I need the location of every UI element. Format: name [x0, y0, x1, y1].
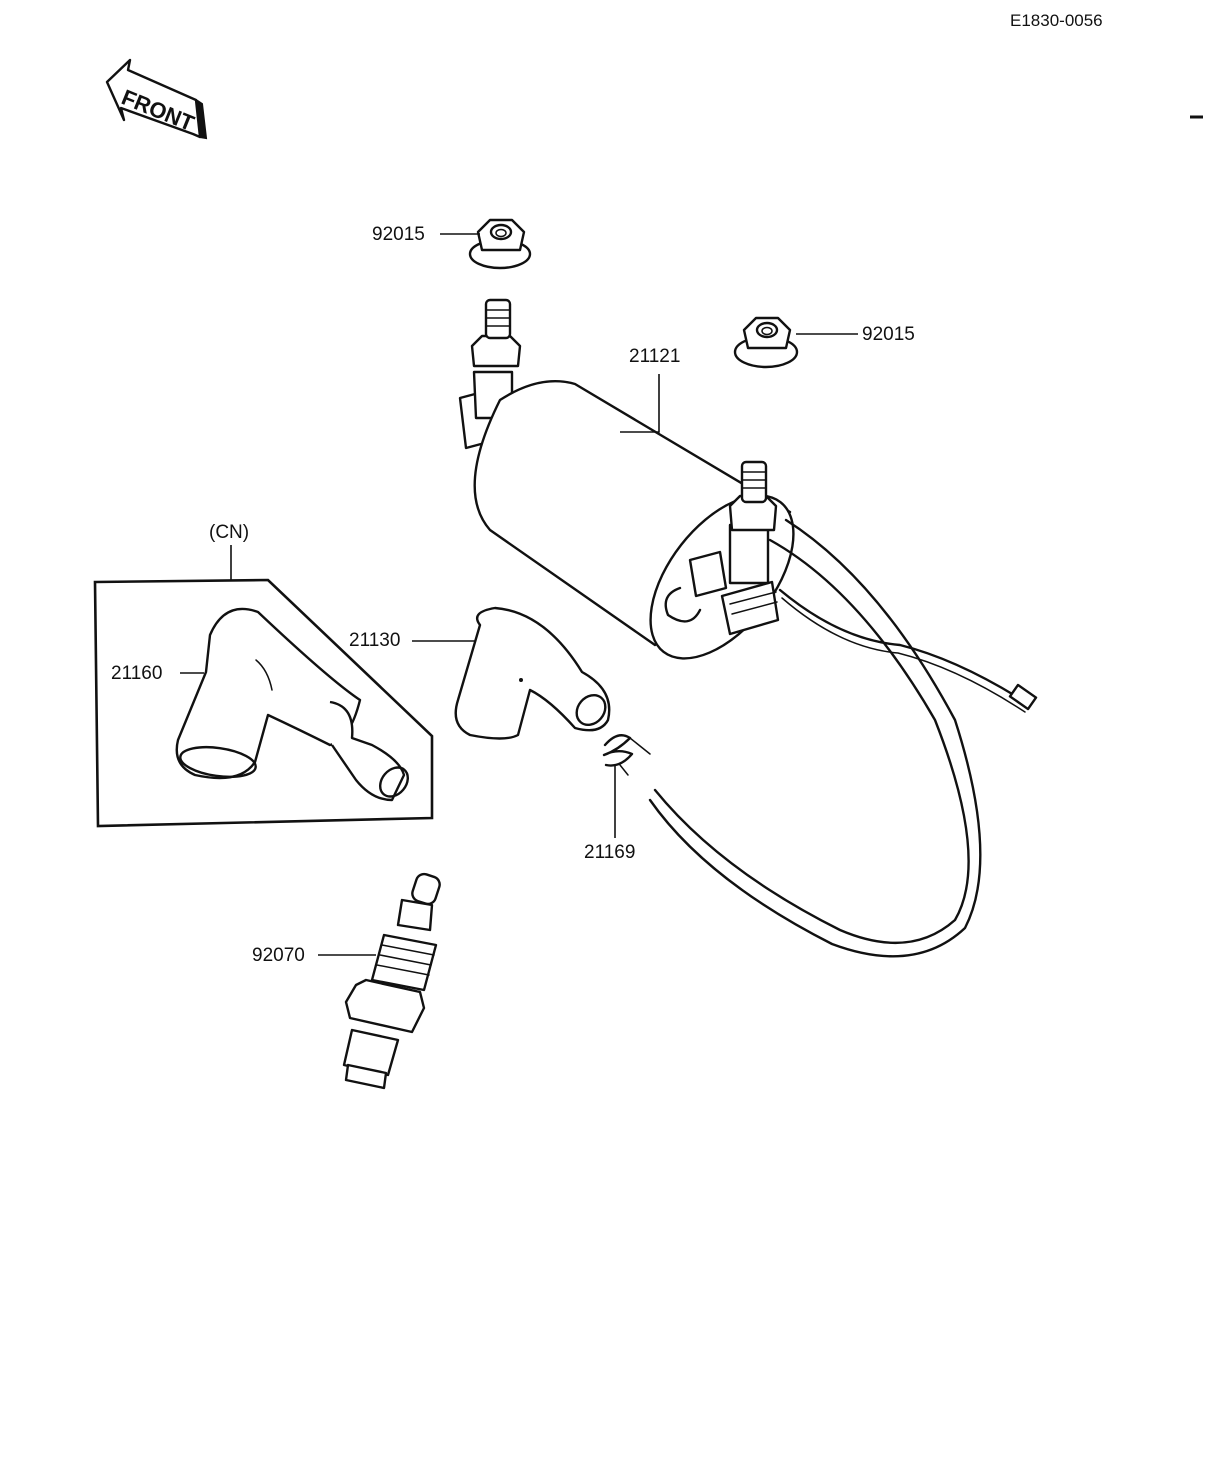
nut-top-icon — [468, 218, 532, 270]
part-number-92070: 92070 — [252, 945, 305, 966]
spark-plug-icon — [342, 872, 441, 1090]
part-number-21130: 21130 — [349, 630, 401, 651]
plug-cap-cn-icon — [175, 607, 409, 802]
ignition-coil-icon — [458, 298, 1038, 958]
spring-icon — [602, 734, 651, 776]
part-number-92015-right: 92015 — [862, 324, 915, 345]
front-arrow-icon: FRONT — [105, 58, 208, 140]
part-number-21160: 21160 — [111, 663, 163, 684]
plug-cap-icon — [454, 606, 611, 740]
part-number-21121: 21121 — [629, 346, 681, 367]
part-number-92015-top: 92015 — [372, 224, 425, 245]
nut-right-icon — [733, 316, 799, 369]
part-number-21169: 21169 — [584, 842, 636, 863]
variant-cn-box — [93, 578, 434, 828]
variant-label-cn: (CN) — [209, 522, 250, 543]
callout-line-21121 — [620, 374, 660, 433]
diagram-code: E1830-0056 — [1010, 11, 1103, 30]
